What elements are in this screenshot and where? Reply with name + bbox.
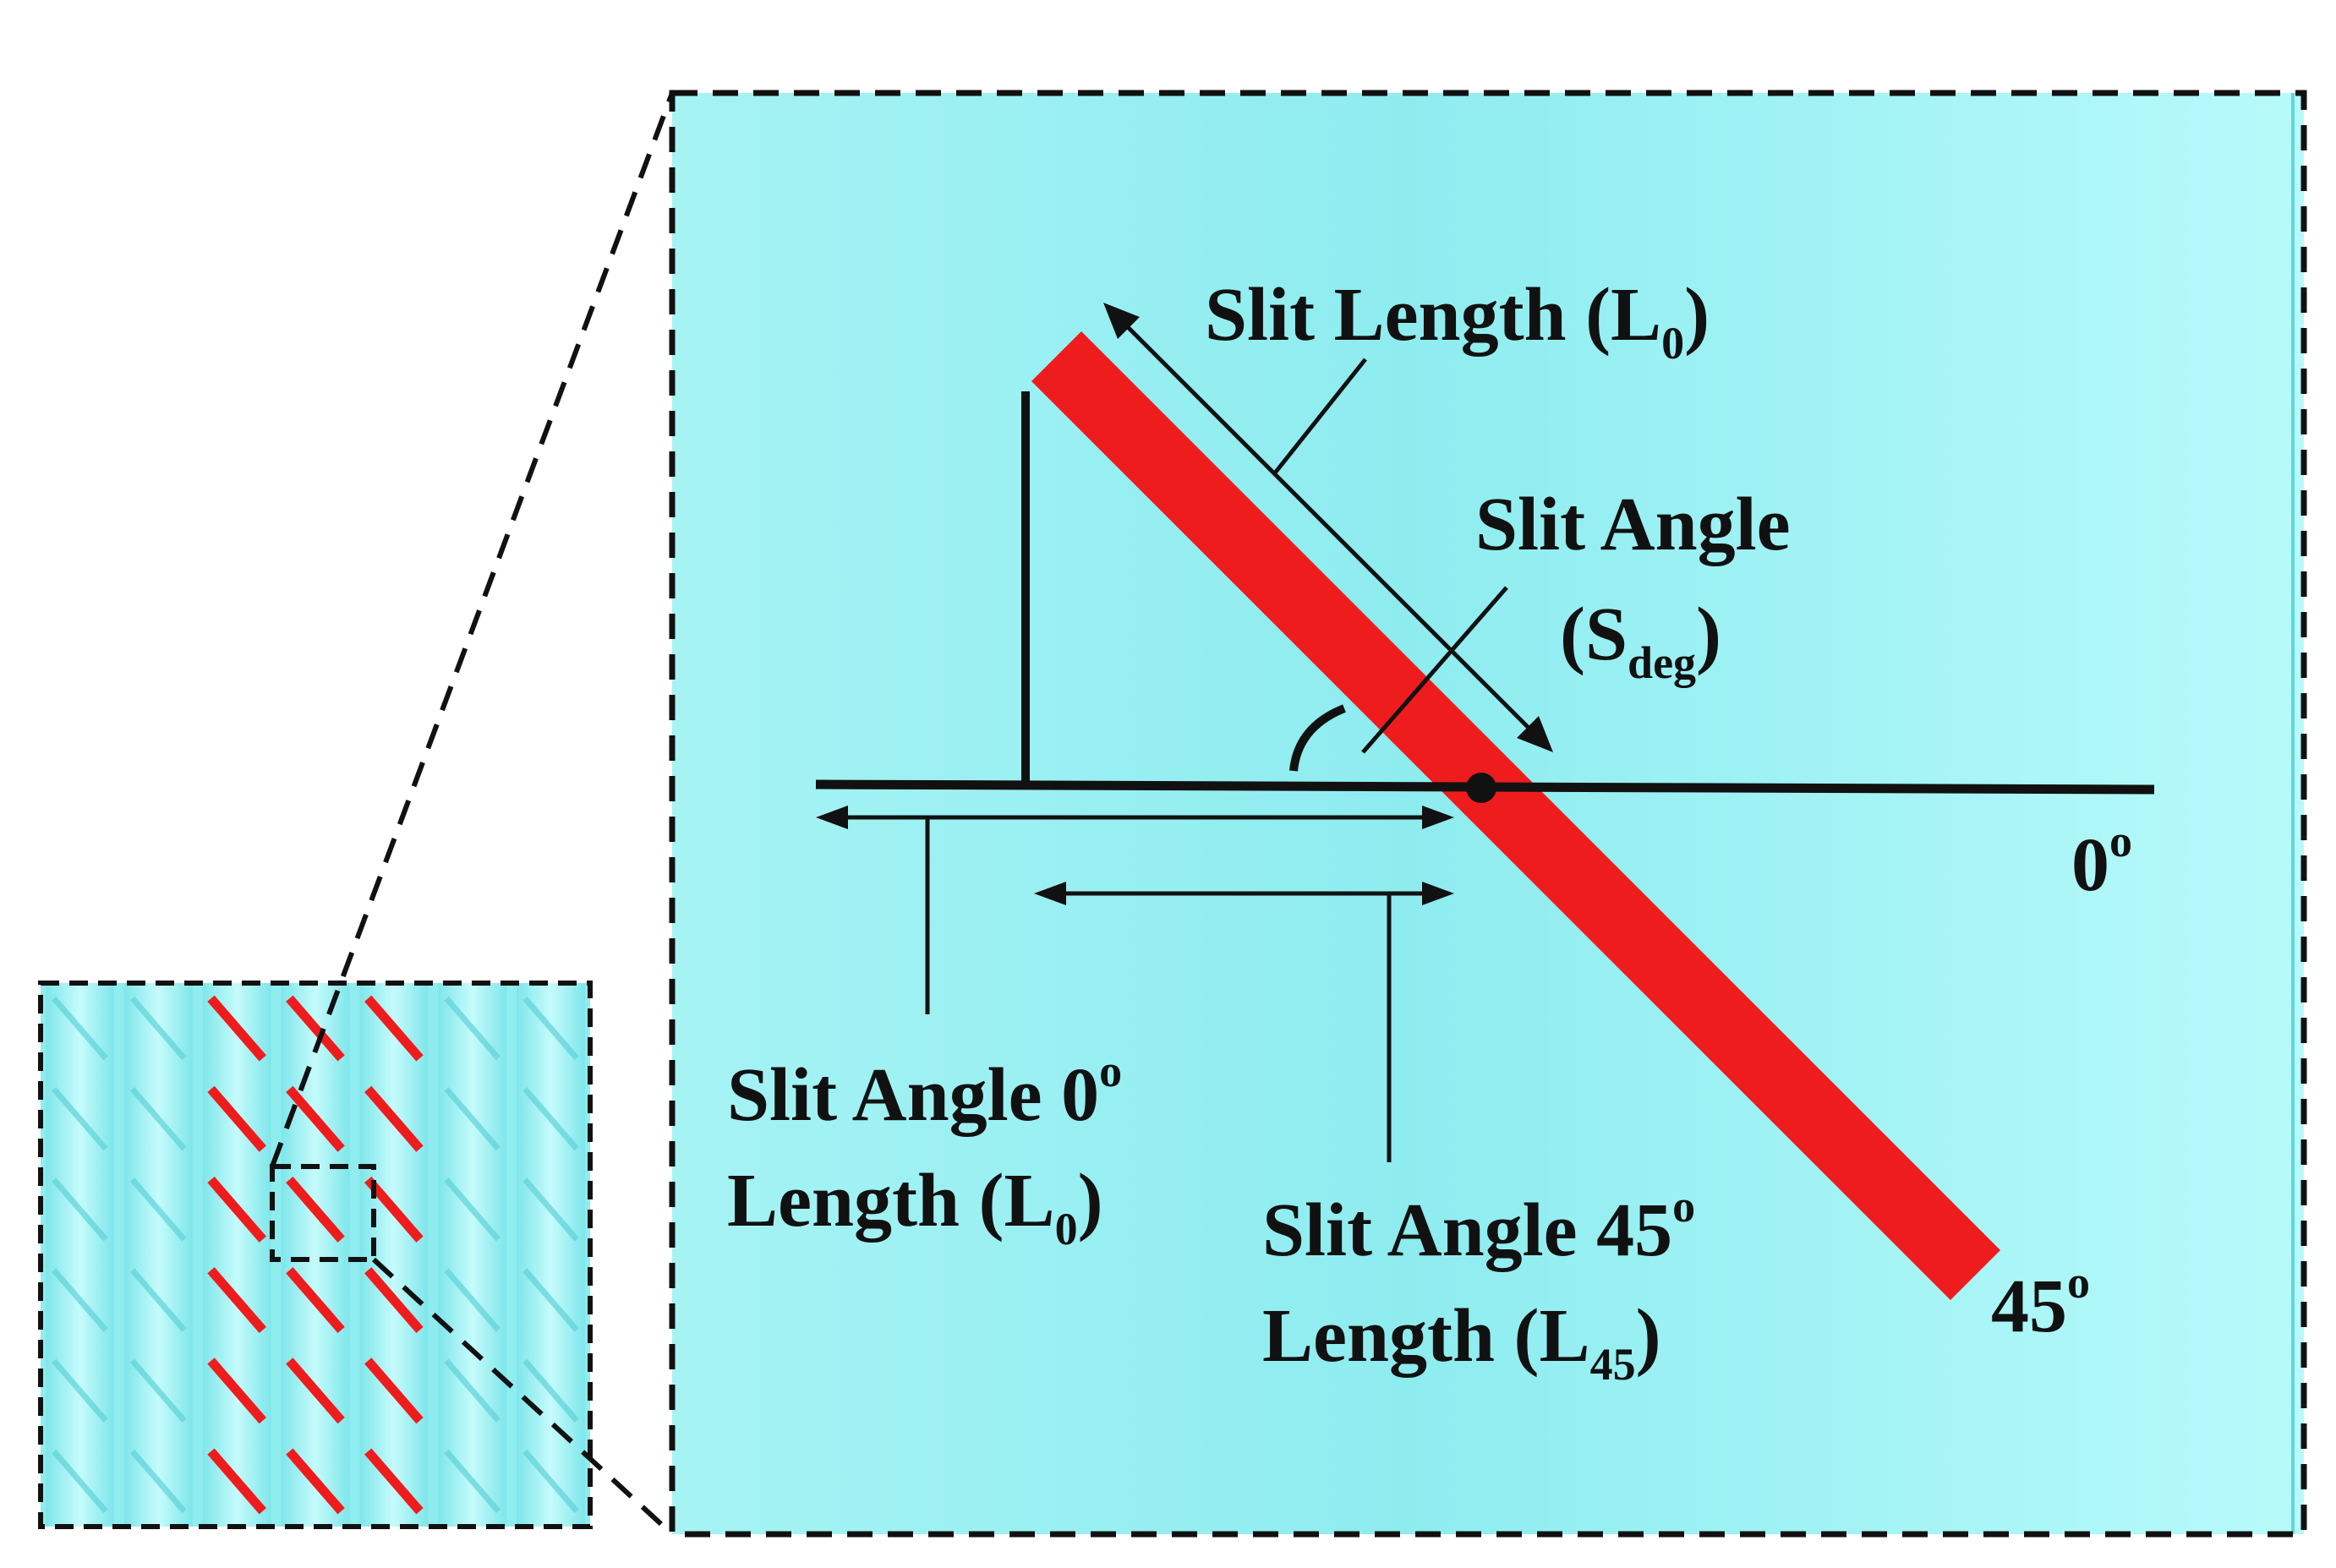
thumbnail-faded-slit <box>522 1449 579 1514</box>
thumbnail-faded-slit <box>522 1087 579 1151</box>
thumbnail-dashed-border <box>38 981 593 1529</box>
thumbnail-strip <box>281 983 350 1527</box>
thumbnail-faded-slit <box>522 1358 579 1423</box>
thumbnail-faded-slit <box>129 1087 187 1151</box>
thumbnail-slits <box>52 995 579 1515</box>
thumbnail-faded-slit <box>444 1449 501 1514</box>
thumbnail-red-slit <box>286 995 345 1062</box>
pivot-point <box>1466 773 1496 803</box>
thumbnail-red-slit <box>364 995 424 1062</box>
thumbnail-strip <box>46 983 114 1527</box>
thumbnail-faded-slit <box>52 1177 108 1242</box>
thumbnail-red-slit <box>286 1267 345 1334</box>
thumbnail-red-slit <box>364 1358 424 1424</box>
forty-five-degree-label: 45o <box>1991 1257 2090 1348</box>
thumbnail-faded-slit <box>129 1358 187 1423</box>
zoom-connector-bottom <box>371 1257 675 1537</box>
thumbnail-strip <box>438 983 507 1527</box>
thumbnail-faded-slit <box>444 996 501 1061</box>
slit-angle-leader <box>1361 586 1508 754</box>
slit-angle-label-line2: (Sdeg) <box>1560 593 1721 688</box>
slit-angle-label-line1: Slit Angle <box>1475 483 1791 566</box>
thumbnail-faded-slit <box>52 1449 108 1514</box>
thumbnail-strips <box>46 983 585 1527</box>
thumbnail-red-slit <box>207 1085 266 1152</box>
slit-length-leader <box>1272 358 1367 477</box>
slit-length-arrow <box>1103 303 1553 752</box>
thumbnail-red-slit <box>286 1358 345 1424</box>
thumbnail-red-slit <box>286 1085 345 1152</box>
thumbnail-faded-slit <box>129 1449 187 1514</box>
length-l45-arrow <box>1034 882 1454 905</box>
thumbnail-faded-slit <box>522 1268 579 1332</box>
thumbnail-faded-slit <box>444 1087 501 1151</box>
thumbnail-strip <box>359 983 429 1527</box>
thumbnail-panel <box>38 981 593 1529</box>
slit-angle-0-label-line1: Slit Angle 0o <box>727 1046 1122 1137</box>
thumbnail-red-slit <box>364 1176 424 1243</box>
slit-angle-45-label-line2: Length (L45) <box>1262 1294 1661 1390</box>
length-l0-arrow <box>816 806 1454 829</box>
thumbnail-red-slit <box>207 1176 266 1243</box>
thumbnail-faded-slit <box>52 1268 108 1332</box>
thumbnail-faded-slit <box>52 996 108 1061</box>
thumbnail-red-slit <box>364 1267 424 1334</box>
slit-angle-0-label-line2: Length (L0) <box>727 1159 1103 1254</box>
thumbnail-faded-slit <box>129 996 187 1061</box>
thumbnail-red-slit <box>286 1176 345 1243</box>
thumbnail-faded-slit <box>444 1358 501 1423</box>
zero-degree-label: 0o <box>2071 816 2132 907</box>
thumbnail-red-slit <box>207 995 266 1062</box>
thumbnail-strip <box>123 983 193 1527</box>
thumbnail-faded-slit <box>522 996 579 1061</box>
thumbnail-strip <box>517 983 585 1527</box>
thumbnail-faded-slit <box>444 1177 501 1242</box>
thumbnail-faded-slit <box>444 1268 501 1332</box>
thumbnail-red-slit <box>364 1448 424 1515</box>
thumbnail-zoom-box <box>270 1164 376 1262</box>
thumbnail-faded-slit <box>522 1177 579 1242</box>
thumbnail-faded-slit <box>129 1268 187 1332</box>
thumbnail-faded-slit <box>52 1087 108 1151</box>
slit-geometry <box>815 303 2155 1300</box>
thumbnail-red-slit <box>207 1267 266 1334</box>
red-slit <box>1031 331 2000 1300</box>
slit-angle-arc <box>1289 704 1346 772</box>
zoom-connector-top <box>270 91 675 1168</box>
thumbnail-faded-slit <box>52 1358 108 1423</box>
thumbnail-red-slit <box>286 1448 345 1515</box>
thumbnail-red-slit <box>207 1448 266 1515</box>
thumbnail-strip <box>202 983 271 1527</box>
slit-angle-45-label-line1: Slit Angle 45o <box>1262 1181 1695 1272</box>
zoomed-panel-dashed-border <box>669 90 2307 1538</box>
thumbnail-red-slit <box>364 1085 424 1152</box>
thumbnail-red-slit <box>207 1358 266 1424</box>
thumbnail-faded-slit <box>129 1177 187 1242</box>
slit-length-label: Slit Length (L0) <box>1205 273 1710 369</box>
